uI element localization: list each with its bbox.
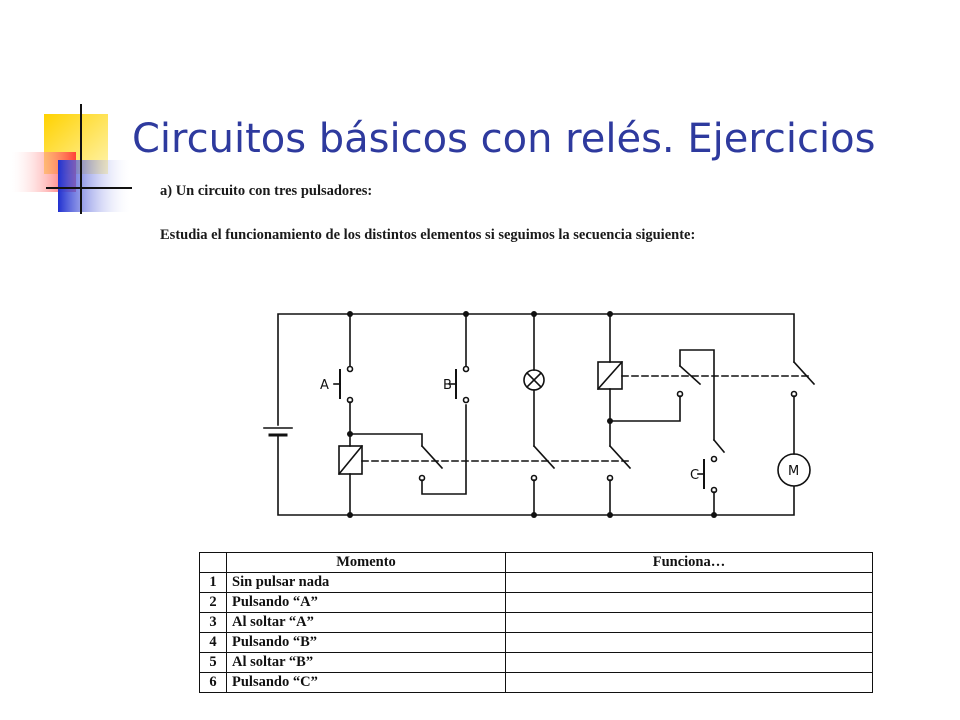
label-b: B [443,378,452,393]
row-result [505,592,873,613]
row-moment: Al soltar “B” [226,652,506,673]
row-number: 2 [199,592,227,613]
column-header-funciona: Funciona… [505,552,873,573]
table-header-row: Momento Funciona… [199,552,873,573]
row-result [505,612,873,633]
row-moment: Al soltar “A” [226,612,506,633]
corner-decoration [12,104,132,214]
row-moment: Sin pulsar nada [226,572,506,593]
circuit-diagram: A B C M [263,311,816,518]
row-number: 6 [199,672,227,693]
row-moment: Pulsando “C” [226,672,506,693]
label-c: C [690,468,699,483]
row-result [505,652,873,673]
label-m: M [788,464,799,479]
row-moment: Pulsando “A” [226,592,506,613]
row-number: 4 [199,632,227,653]
relay-coil-2-icon [596,360,624,391]
blue-square [58,160,130,212]
row-moment: Pulsando “B” [226,632,506,653]
row-result [505,572,873,593]
column-header-momento: Momento [226,552,506,573]
row-result [505,672,873,693]
exercise-instruction: Estudia el funcionamiento de los distint… [160,227,696,243]
push-button-a-icon [333,365,354,404]
row-number: 5 [199,652,227,673]
column-header-number [199,552,227,573]
slide-title: Circuitos básicos con relés. Ejercicios [132,116,876,162]
exercise-heading: a) Un circuito con tres pulsadores: [160,183,373,199]
push-button-c-icon [697,455,718,494]
label-a: A [320,378,329,393]
row-number: 1 [199,572,227,593]
battery-icon [263,427,293,437]
motor-icon [777,453,811,487]
push-button-b-icon [449,365,470,404]
row-number: 3 [199,612,227,633]
relay-coil-1-icon [337,444,364,476]
row-result [505,632,873,653]
lamp-icon [523,369,545,391]
